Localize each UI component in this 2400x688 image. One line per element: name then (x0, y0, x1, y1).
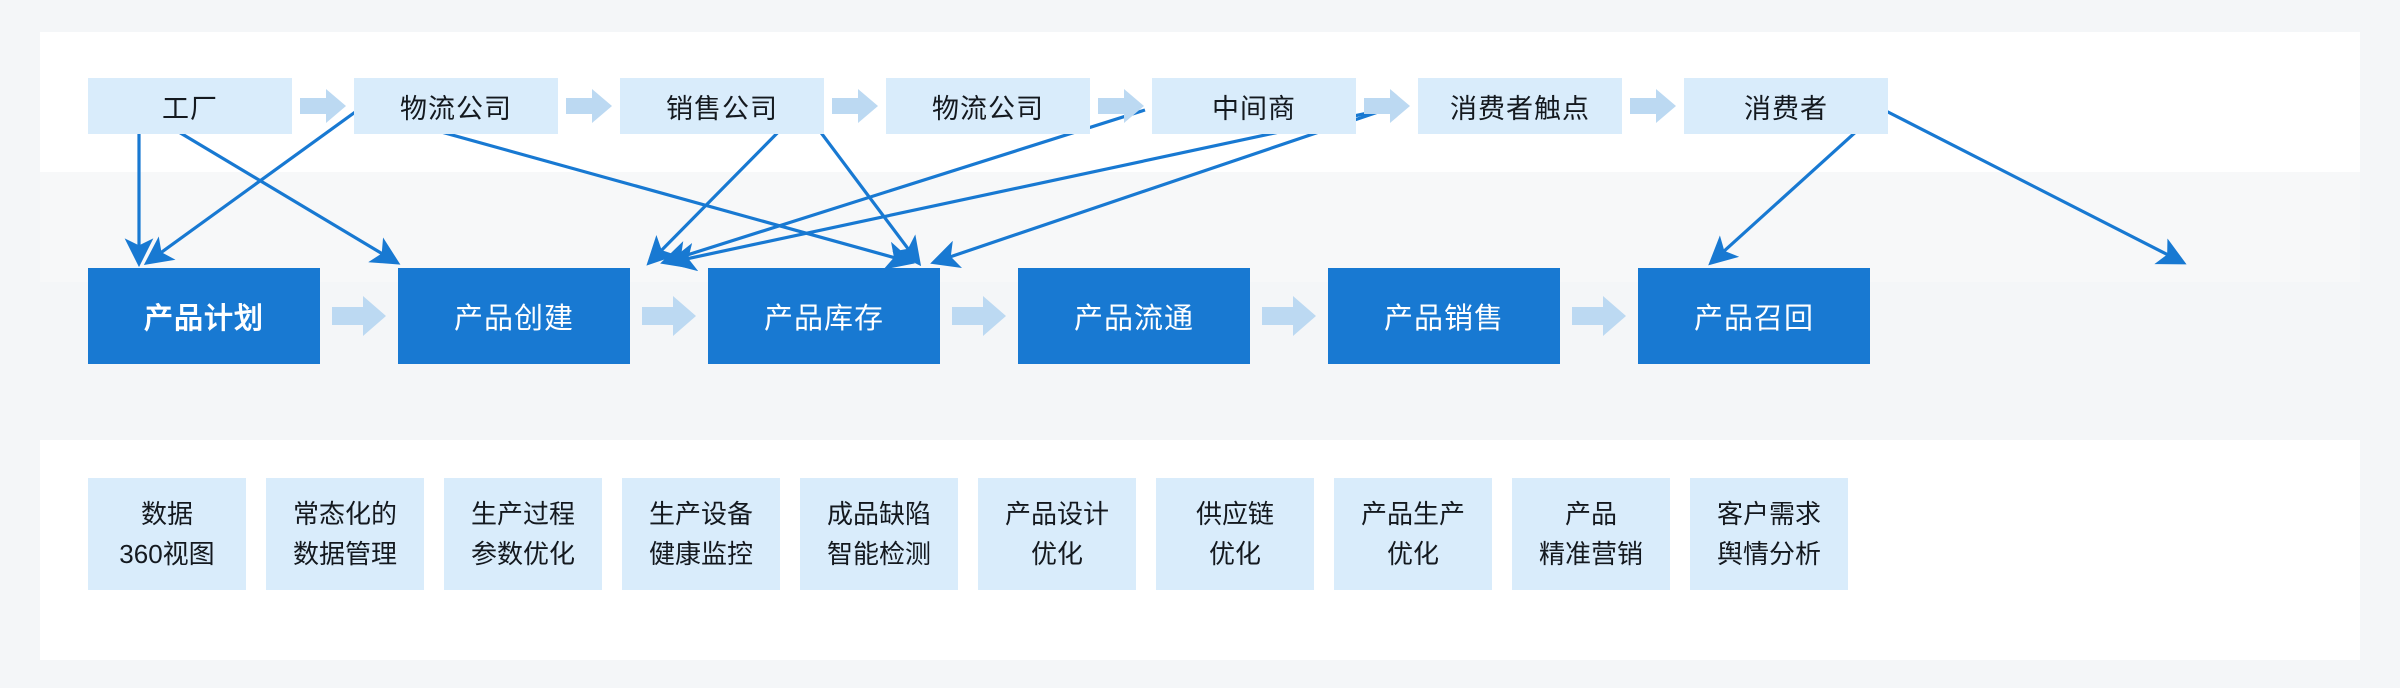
capability-line-2: 舆情分析 (1716, 539, 1821, 569)
arrow-right-icon (940, 268, 1018, 364)
capability-card-9[interactable]: 客户需求 舆情分析 (1690, 478, 1848, 590)
capability-card-7[interactable]: 产品生产 优化 (1334, 478, 1492, 590)
capability-line-1: 成品缺陷 (826, 499, 931, 529)
capability-line-2: 参数优化 (470, 539, 575, 569)
capability-line-1: 生产过程 (470, 499, 575, 529)
stage-label: 产品销售 (1383, 303, 1504, 335)
arrow-right-icon (320, 268, 398, 364)
actor-label: 销售公司 (666, 93, 778, 124)
capability-card-8[interactable]: 产品 精准营销 (1512, 478, 1670, 590)
actor-label: 中间商 (1212, 93, 1296, 124)
capability-card-4[interactable]: 成品缺陷 智能检测 (800, 478, 958, 590)
capability-line-2: 精准营销 (1538, 539, 1643, 569)
stage-node-product-flow[interactable]: 产品流通 (1018, 268, 1250, 364)
capability-line-2: 健康监控 (648, 539, 753, 569)
arrow-right-icon (1250, 268, 1328, 364)
actor-node-4[interactable]: 中间商 (1152, 78, 1356, 134)
capability-card-2[interactable]: 生产过程 参数优化 (444, 478, 602, 590)
arrow-right-icon (1622, 78, 1684, 134)
arrow-right-icon (824, 78, 886, 134)
stage-label: 产品召回 (1693, 303, 1814, 335)
capability-line-1: 产品生产 (1360, 499, 1465, 529)
capability-card-0[interactable]: 数据 360视图 (88, 478, 246, 590)
arrow-right-icon (1560, 268, 1638, 364)
capability-line-2: 优化 (1208, 539, 1261, 569)
actor-node-6[interactable]: 消费者 (1684, 78, 1888, 134)
product-lifecycle-row: 产品计划 产品创建 产品库存 产品流通 产品销售 产品召回 (88, 268, 1870, 364)
stage-node-product-recall[interactable]: 产品召回 (1638, 268, 1870, 364)
band-middle-background (40, 172, 2360, 282)
actor-label: 物流公司 (932, 93, 1044, 124)
capability-card-1[interactable]: 常态化的 数据管理 (266, 478, 424, 590)
arrow-right-icon (558, 78, 620, 134)
capability-line-1: 客户需求 (1716, 499, 1821, 529)
capability-line-2: 优化 (1386, 539, 1439, 569)
stage-node-product-sales[interactable]: 产品销售 (1328, 268, 1560, 364)
actor-label: 消费者 (1744, 93, 1828, 124)
arrow-right-icon (630, 268, 708, 364)
capability-line-1: 产品设计 (1004, 499, 1109, 529)
actor-node-0[interactable]: 工厂 (88, 78, 292, 134)
supply-chain-actors-row: 工厂 物流公司 销售公司 物流公司 中间商 消费者触点 (88, 78, 1888, 134)
actor-node-5[interactable]: 消费者触点 (1418, 78, 1622, 134)
capability-line-2: 智能检测 (826, 539, 931, 569)
stage-label: 产品计划 (143, 303, 264, 335)
capability-card-3[interactable]: 生产设备 健康监控 (622, 478, 780, 590)
arrow-right-icon (292, 78, 354, 134)
capability-line-1: 数据 (140, 499, 193, 529)
actor-label: 工厂 (162, 93, 218, 124)
capability-line-1: 生产设备 (648, 499, 753, 529)
capability-card-5[interactable]: 产品设计 优化 (978, 478, 1136, 590)
capability-card-6[interactable]: 供应链 优化 (1156, 478, 1314, 590)
capability-line-1: 常态化的 (292, 499, 397, 529)
arrow-right-icon (1090, 78, 1152, 134)
capability-line-1: 产品 (1564, 499, 1617, 529)
stage-node-product-stock[interactable]: 产品库存 (708, 268, 940, 364)
actor-node-2[interactable]: 销售公司 (620, 78, 824, 134)
capability-line-2: 数据管理 (292, 539, 397, 569)
stage-label: 产品流通 (1073, 303, 1194, 335)
actor-label: 物流公司 (400, 93, 512, 124)
capability-cards-row: 数据 360视图 常态化的 数据管理 生产过程 参数优化 生产设备 健康监控 成… (88, 478, 1848, 590)
stage-node-product-create[interactable]: 产品创建 (398, 268, 630, 364)
capability-line-2: 360视图 (119, 539, 215, 569)
stage-node-product-plan[interactable]: 产品计划 (88, 268, 320, 364)
stage-label: 产品库存 (763, 303, 884, 335)
capability-line-1: 供应链 (1195, 499, 1274, 529)
capability-line-2: 优化 (1030, 539, 1083, 569)
arrow-right-icon (1356, 78, 1418, 134)
actor-node-1[interactable]: 物流公司 (354, 78, 558, 134)
stage-label: 产品创建 (453, 303, 574, 335)
actor-node-3[interactable]: 物流公司 (886, 78, 1090, 134)
actor-label: 消费者触点 (1450, 93, 1590, 124)
